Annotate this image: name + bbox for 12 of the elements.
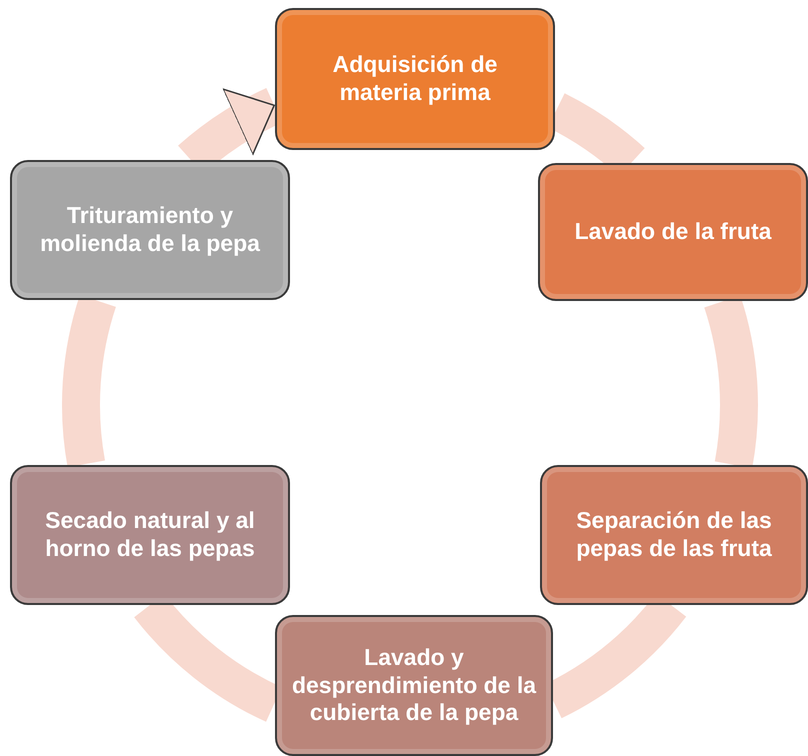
process-box	[10, 160, 290, 300]
step-label: Lavado y desprendimiento de la cubierta de la pepa	[290, 644, 538, 727]
process-box	[538, 163, 808, 301]
step-label: Lavado de la fruta	[574, 218, 772, 246]
process-box	[275, 8, 555, 150]
step-label: Separación de las pepas de las fruta	[575, 507, 773, 563]
step-label: Secado natural y al horno de las pepas	[44, 507, 256, 563]
process-box	[275, 615, 553, 756]
process-box	[10, 465, 290, 605]
step-label: Trituramiento y molienda de la pepa	[39, 202, 261, 258]
step-label: Adquisición de materia prima	[332, 51, 498, 107]
process-box	[540, 465, 808, 605]
